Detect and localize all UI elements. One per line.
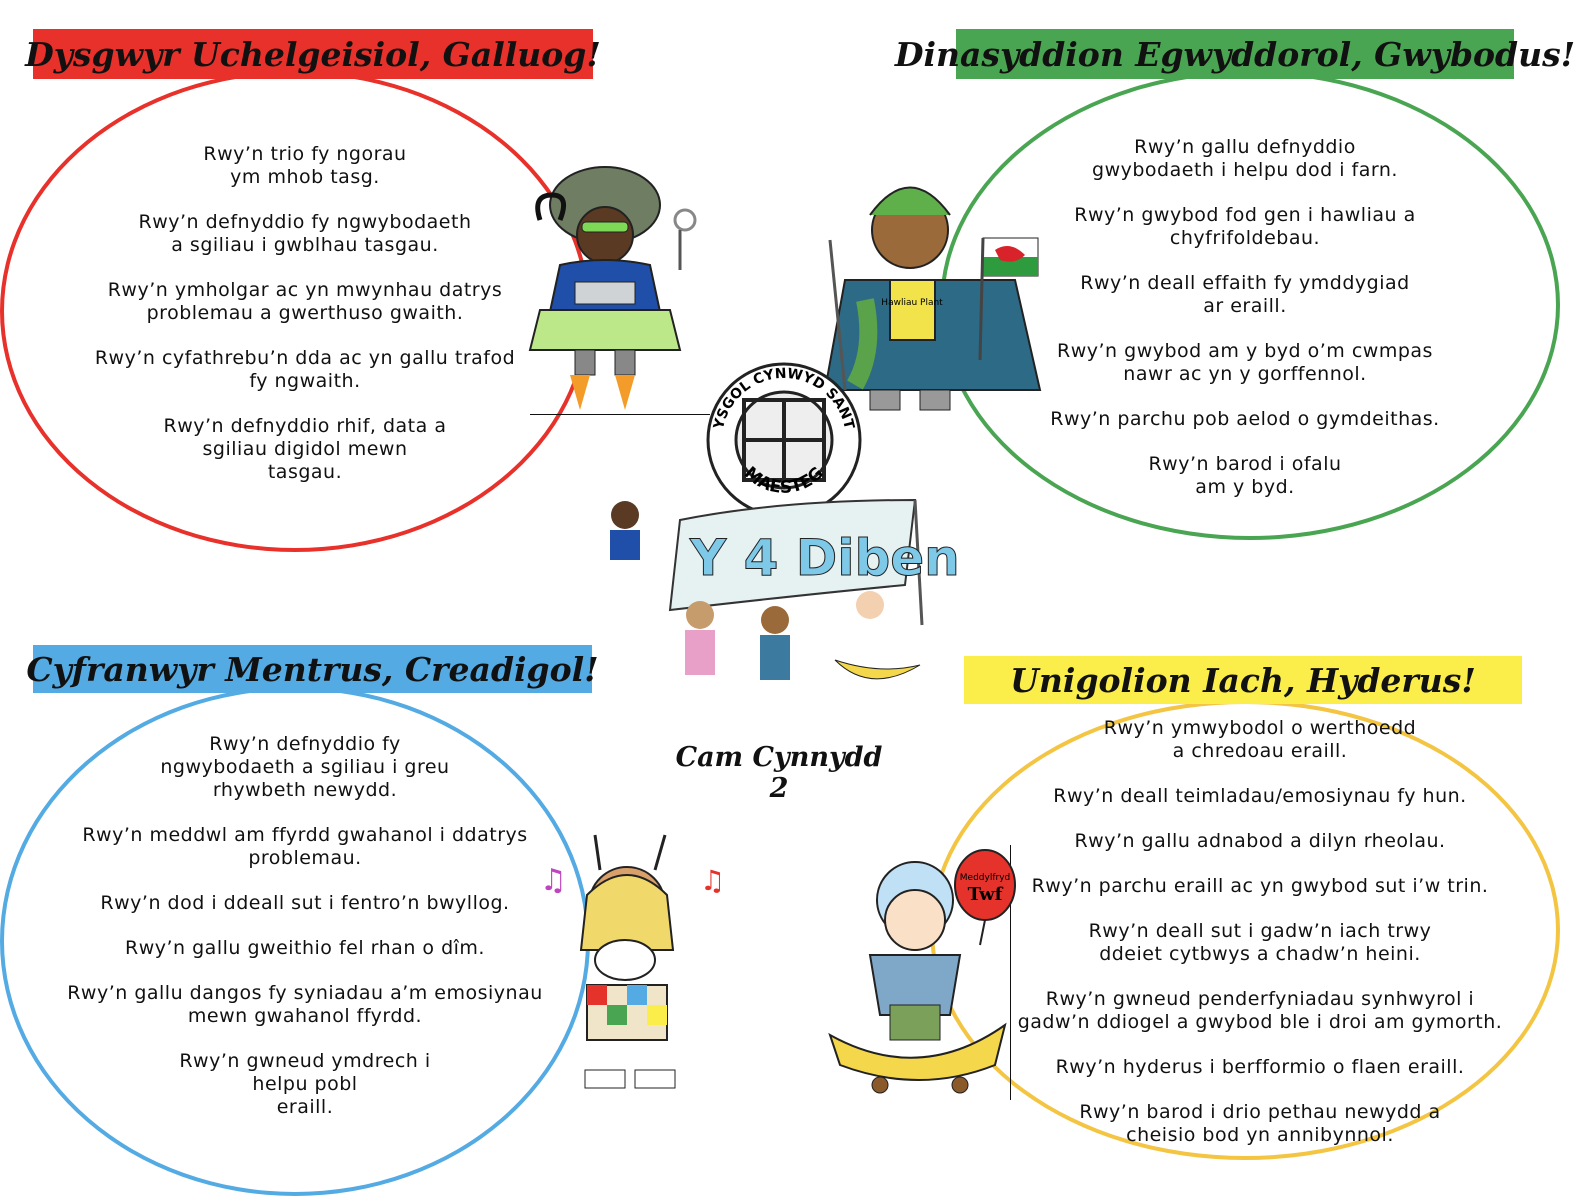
green-line-6: Rwy’n barod i ofalu am y byd. — [1148, 453, 1342, 498]
yellow-line-4: Rwy’n parchu eraill ac yn gwybod sut i’w… — [1031, 875, 1489, 897]
blue-line-4: Rwy’n gallu gweithio fel rhan o dîm. — [125, 937, 485, 959]
yellow-line-7: Rwy’n hyderus i berfformio o flaen erail… — [1055, 1056, 1465, 1078]
healthy-boy-character-illustration: Meddylfryd Twf — [828, 849, 1016, 1094]
red-section-title: Dysgwyr Uchelgeisiol, Galluog! — [25, 29, 601, 79]
balloon-top-text: Meddylfryd — [960, 873, 1010, 883]
yellow-line-2: Rwy’n deall teimladau/emosiynau fy hun. — [1053, 785, 1467, 807]
yellow-line-3: Rwy’n gallu adnabod a dilyn rheolau. — [1074, 830, 1446, 852]
red-line-1: Rwy’n trio fy ngorau ym mhob tasg. — [203, 143, 407, 188]
rights-hero-character-illustration: Hawliau Plant — [823, 186, 1042, 411]
blue-section-title: Cyfranwyr Mentrus, Creadigol! — [26, 645, 599, 693]
blue-section-text: Rwy’n defnyddio fy ngwybodaeth a sgiliau… — [30, 733, 580, 1141]
blue-line-5: Rwy’n gallu dangos fy syniadau a’m emosi… — [67, 982, 543, 1027]
school-logo: YSGOL CYNWYD SANT MAESTEG — [706, 362, 862, 518]
creative-girl-character-illustration: ♫ ♫ — [540, 834, 725, 1089]
yellow-section-text: Rwy’n ymwybodol o werthoedd a chredoau e… — [1000, 717, 1520, 1169]
yellow-section-title: Unigolion Iach, Hyderus! — [964, 656, 1522, 704]
red-line-4: Rwy’n cyfathrebu’n dda ac yn gallu trafo… — [94, 347, 516, 392]
blue-line-2: Rwy’n meddwl am ffyrdd gwahanol i ddatry… — [82, 824, 528, 869]
red-line-2: Rwy’n defnyddio fy ngwybodaeth a sgiliau… — [138, 211, 472, 256]
flag-banner: Y 4 Diben — [610, 498, 960, 680]
blue-line-1: Rwy’n defnyddio fy ngwybodaeth a sgiliau… — [160, 733, 450, 801]
red-divider-line — [530, 414, 710, 415]
yellow-divider-line — [1010, 845, 1011, 1100]
blue-line-6: Rwy’n gwneud ymdrech i helpu pobl eraill… — [179, 1050, 431, 1118]
green-line-5: Rwy’n parchu pob aelod o gymdeithas. — [1050, 408, 1440, 430]
green-line-4: Rwy’n gwybod am y byd o’m cwmpas nawr ac… — [1057, 340, 1433, 385]
flag-text: Y 4 Diben — [689, 529, 960, 587]
yellow-line-5: Rwy’n deall sut i gadw’n iach trwy ddeie… — [1088, 920, 1432, 965]
green-section-title: Dinasyddion Egwyddorol, Gwybodus! — [895, 29, 1575, 79]
green-line-2: Rwy’n gwybod fod gen i hawliau a chyfrif… — [1074, 204, 1416, 249]
red-line-3: Rwy’n ymholgar ac yn mwynhau datrys prob… — [107, 279, 503, 324]
music-note-icon: ♫ — [540, 863, 567, 898]
red-line-5: Rwy’n defnyddio rhif, data a sgiliau dig… — [163, 415, 447, 483]
music-note-icon: ♫ — [700, 864, 725, 897]
green-line-1: Rwy’n gallu defnyddio gwybodaeth i helpu… — [1092, 136, 1398, 181]
blue-line-3: Rwy’n dod i ddeall sut i fentro’n bwyllo… — [100, 892, 510, 914]
yellow-line-1: Rwy’n ymwybodol o werthoedd a chredoau e… — [1103, 717, 1417, 762]
shirt-text: Hawliau Plant — [881, 298, 943, 308]
green-section-text: Rwy’n gallu defnyddio gwybodaeth i helpu… — [1000, 136, 1490, 521]
stage-label: Cam Cynnydd 2 — [675, 742, 883, 804]
red-section-text: Rwy’n trio fy ngorau ym mhob tasg. Rwy’n… — [50, 143, 560, 506]
green-line-3: Rwy’n deall effaith fy ymddygiad ar erai… — [1080, 272, 1410, 317]
yellow-line-8: Rwy’n barod i drio pethau newydd a cheis… — [1079, 1101, 1441, 1146]
yellow-line-6: Rwy’n gwneud penderfyniadau synhwyrol i … — [1017, 988, 1503, 1033]
robot-character-illustration — [528, 166, 697, 410]
balloon-main-text: Twf — [968, 884, 1004, 905]
